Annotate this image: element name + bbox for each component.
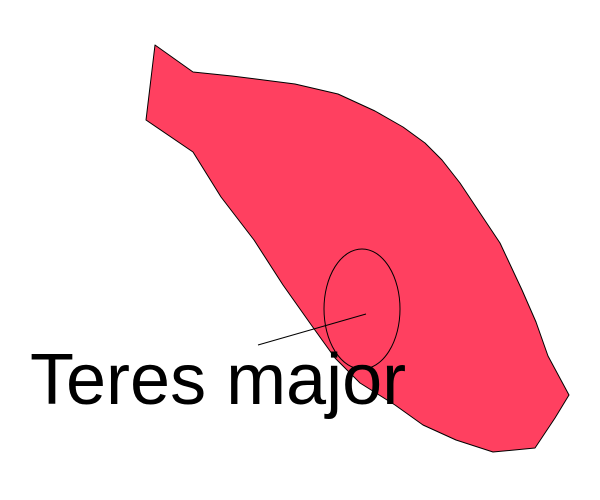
teres-major-muscle-shape	[145, 44, 570, 453]
structure-label: Teres major	[30, 340, 406, 420]
label-leader-line	[257, 313, 367, 346]
region-outline-ellipse	[323, 248, 401, 370]
